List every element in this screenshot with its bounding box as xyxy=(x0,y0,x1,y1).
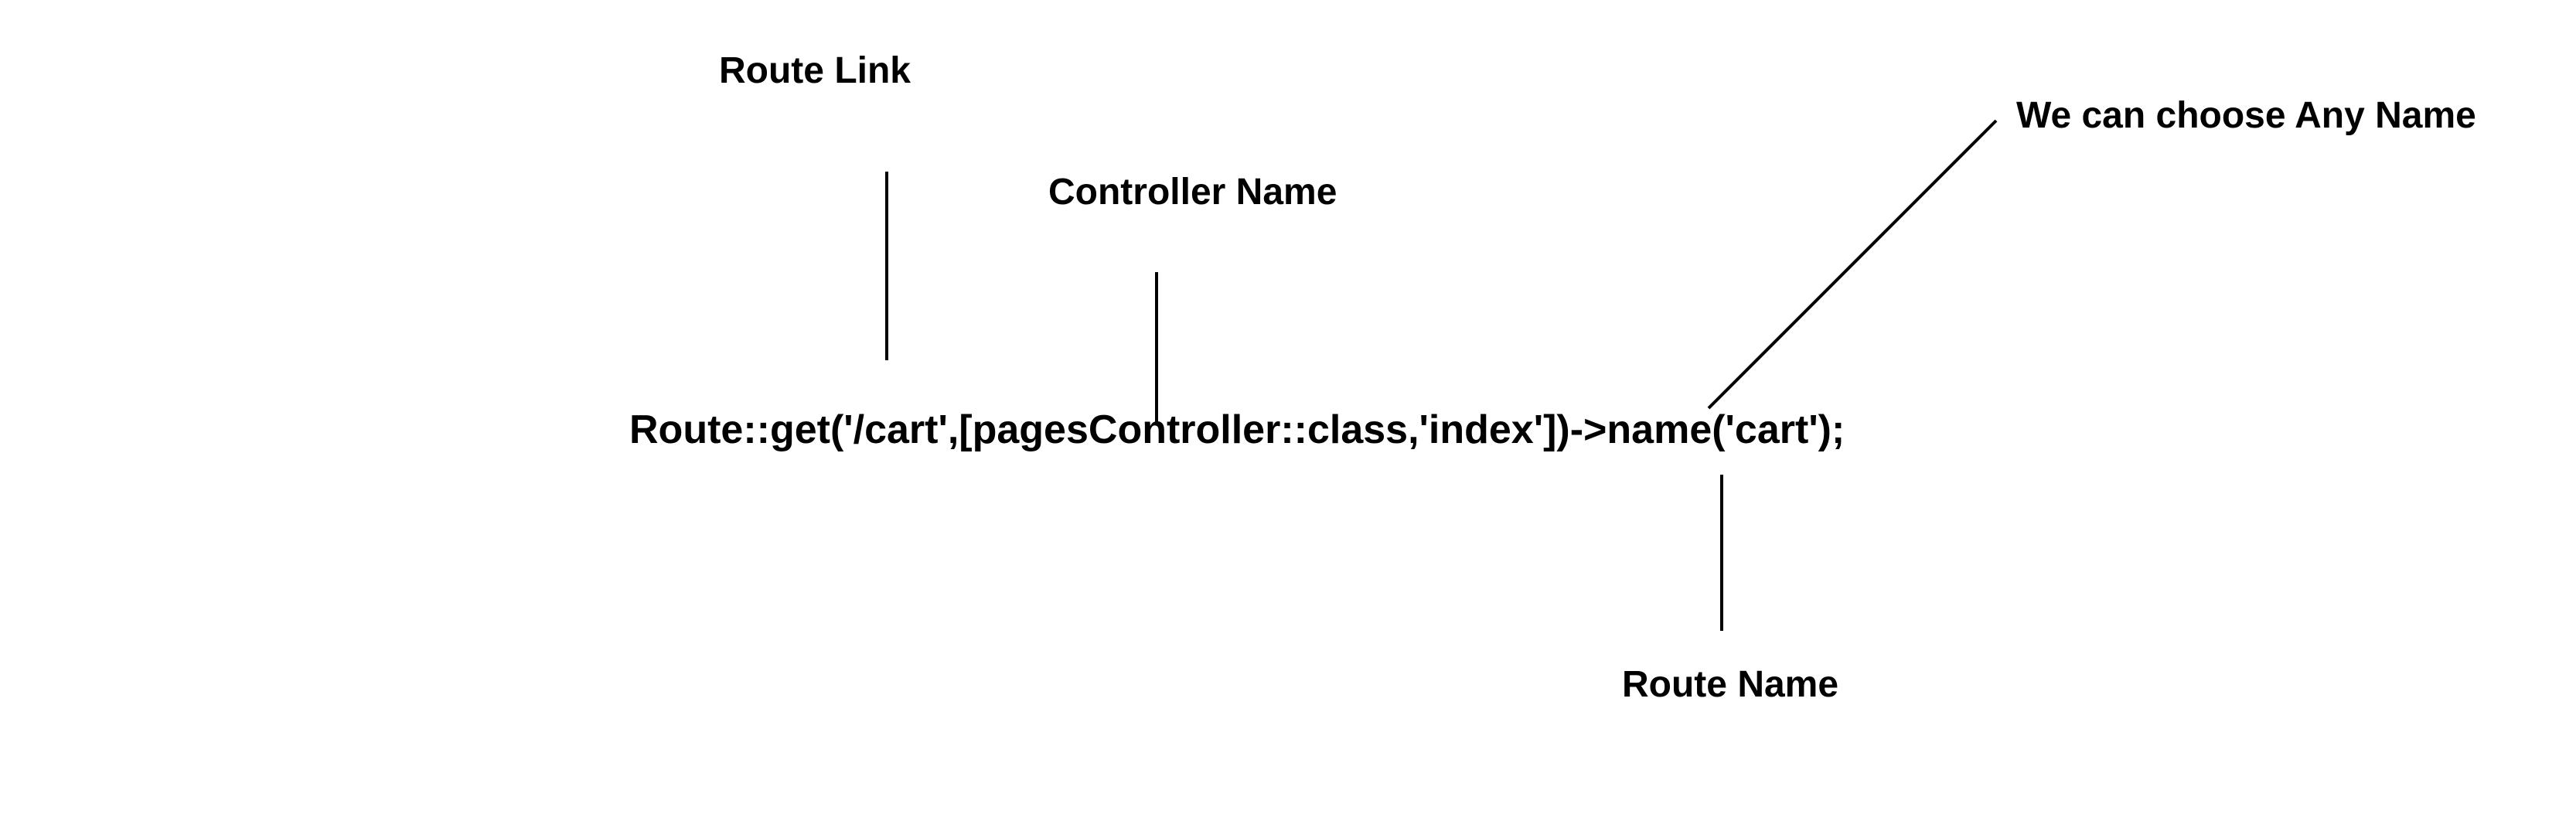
controller-name-label: Controller Name xyxy=(1048,172,1337,213)
any-name-label: We can choose Any Name xyxy=(2016,95,2476,136)
route-name-label: Route Name xyxy=(1622,664,1839,705)
route-link-label: Route Link xyxy=(719,50,911,91)
route-code-line: Route::get('/cart',[pagesController::cla… xyxy=(629,407,1845,452)
any-name-connector xyxy=(1707,119,1998,410)
